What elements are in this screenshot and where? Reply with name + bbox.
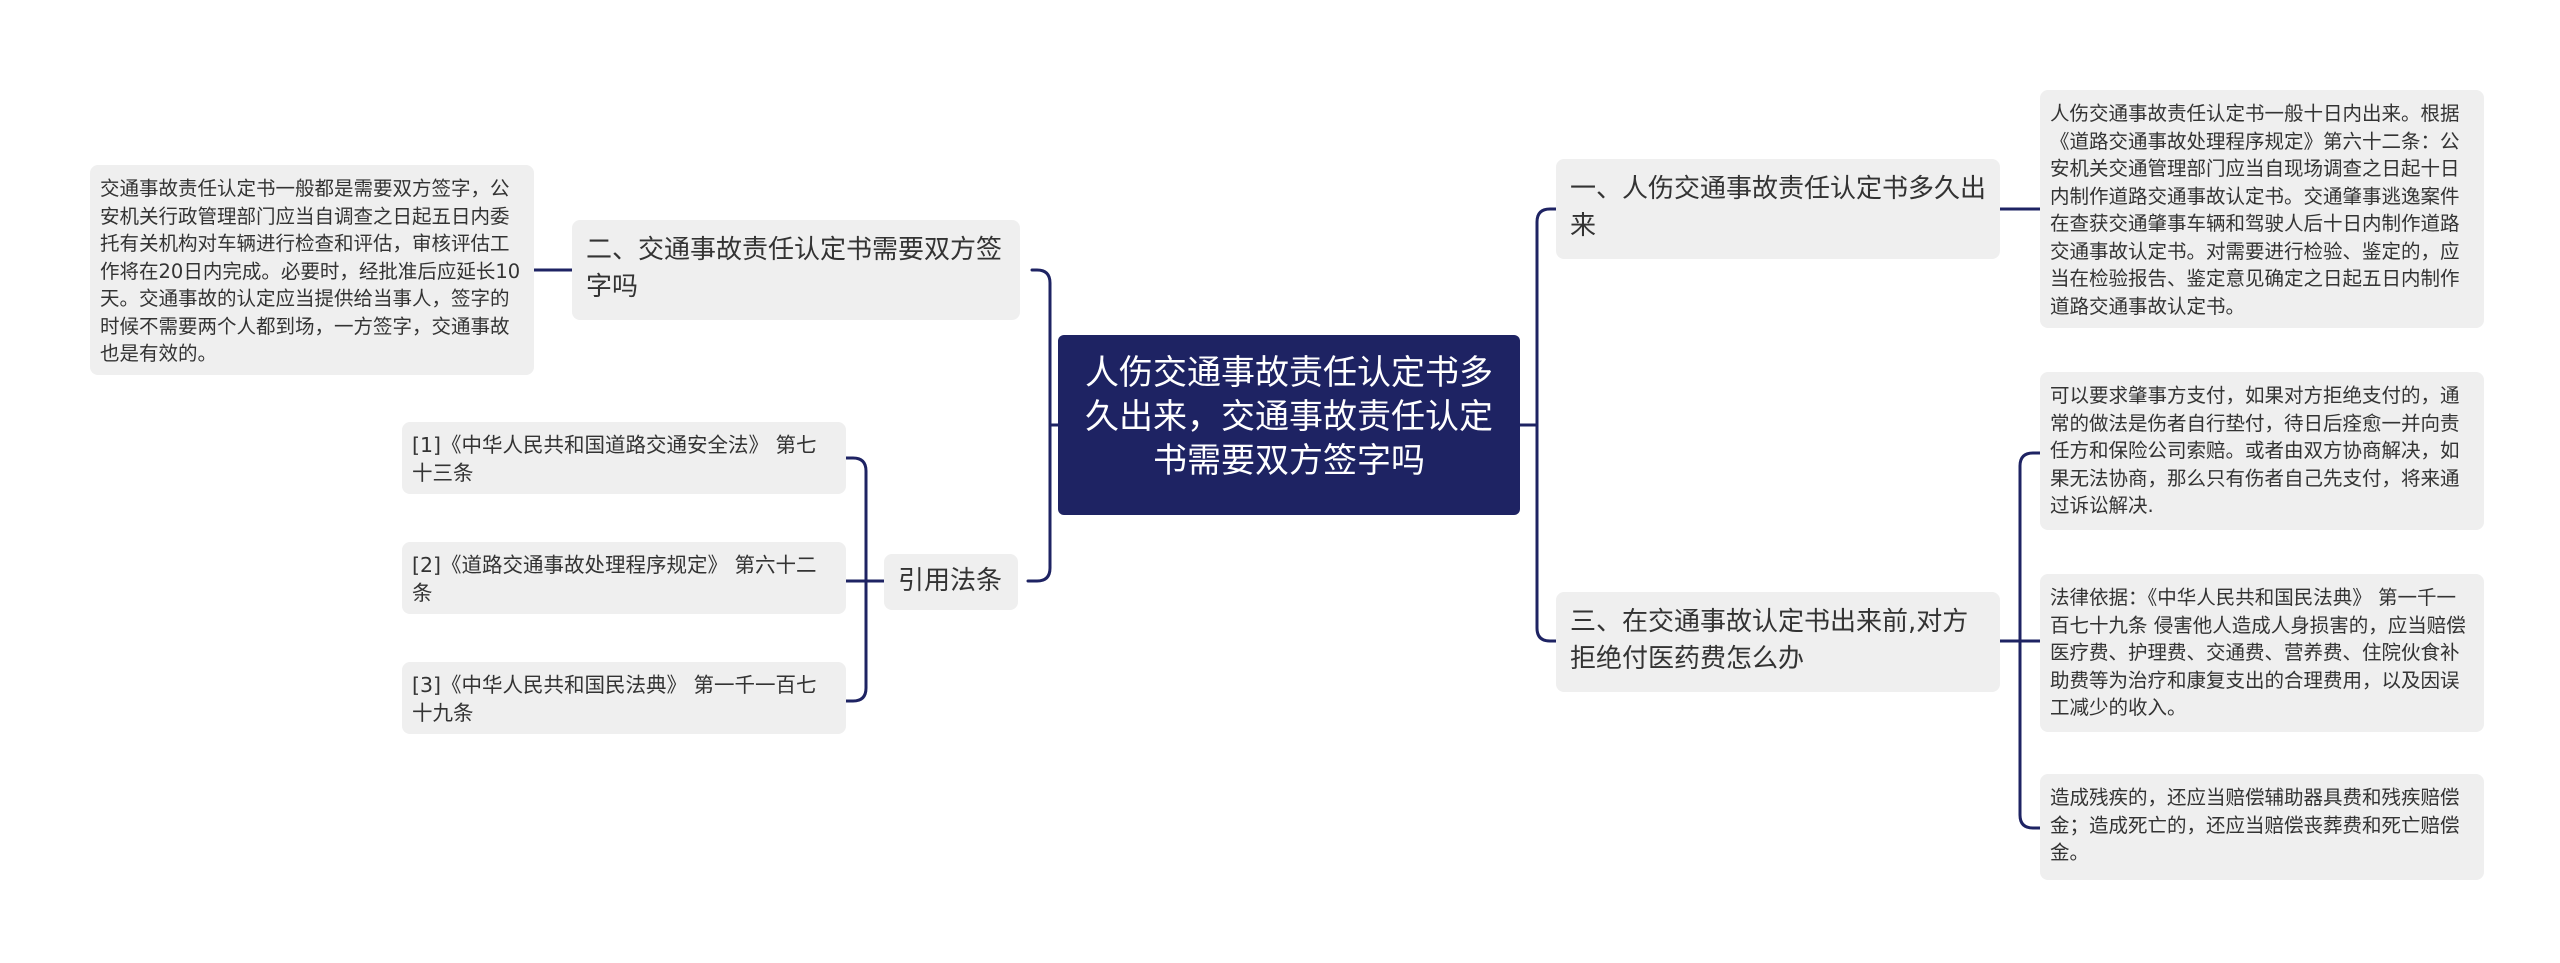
- connector-left-upper: [1030, 268, 1052, 427]
- signature-detail[interactable]: 交通事故责任认定书一般都是需要双方签字，公安机关行政管理部门应当自调查之日起五日…: [90, 165, 534, 375]
- branch-signature-label: 二、交通事故责任认定书需要双方签字吗: [586, 235, 1003, 302]
- refusal-item-3-text: 造成残疾的，还应当赔偿辅助器具费和残疾赔偿金；造成死亡的，还应当赔偿丧葬费和死亡…: [2050, 786, 2460, 864]
- connector-left-lower: [1026, 423, 1052, 583]
- reference-item-2[interactable]: [2]《道路交通事故处理程序规定》 第六十二条: [402, 542, 846, 614]
- reference-item-2-text: [2]《道路交通事故处理程序规定》 第六十二条: [412, 553, 817, 605]
- branch-references[interactable]: 引用法条: [884, 554, 1018, 610]
- reference-item-1-text: [1]《中华人民共和国道路交通安全法》 第七十三条: [412, 433, 817, 485]
- reference-item-3-text: [3]《中华人民共和国民法典》 第一千一百七十九条: [412, 673, 817, 725]
- branch-refusal[interactable]: 三、在交通事故认定书出来前,对方拒绝付医药费怎么办: [1556, 592, 2000, 692]
- signature-detail-text: 交通事故责任认定书一般都是需要双方签字，公安机关行政管理部门应当自调查之日起五日…: [100, 177, 521, 365]
- branch-time-label: 一、人伤交通事故责任认定书多久出来: [1570, 174, 1987, 241]
- connector-refusal-1: [2018, 451, 2042, 643]
- connector-refusal-3: [2018, 639, 2042, 830]
- branch-signature[interactable]: 二、交通事故责任认定书需要双方签字吗: [572, 220, 1020, 320]
- connector-right-upper: [1535, 207, 1558, 427]
- root-topic-title: 人伤交通事故责任认定书多久出来，交通事故责任认定书需要双方签字吗: [1085, 353, 1493, 481]
- branch-references-label: 引用法条: [898, 566, 1003, 596]
- branch-time[interactable]: 一、人伤交通事故责任认定书多久出来: [1556, 159, 2000, 259]
- reference-item-3[interactable]: [3]《中华人民共和国民法典》 第一千一百七十九条: [402, 662, 846, 734]
- refusal-item-1[interactable]: 可以要求肇事方支付，如果对方拒绝支付的，通常的做法是伤者自行垫付，待日后痊愈一并…: [2040, 372, 2484, 530]
- refusal-item-2-text: 法律依据：《中华人民共和国民法典》 第一千一百七十九条 侵害他人造成人身损害的，…: [2050, 586, 2466, 719]
- refusal-item-1-text: 可以要求肇事方支付，如果对方拒绝支付的，通常的做法是伤者自行垫付，待日后痊愈一并…: [2050, 384, 2460, 517]
- reference-item-1[interactable]: [1]《中华人民共和国道路交通安全法》 第七十三条: [402, 422, 846, 494]
- time-detail-text: 人伤交通事故责任认定书一般十日内出来。根据《道路交通事故处理程序规定》第六十二条…: [2050, 102, 2460, 318]
- connector-ref-1: [844, 456, 868, 583]
- connector-right-lower: [1535, 423, 1558, 643]
- time-detail[interactable]: 人伤交通事故责任认定书一般十日内出来。根据《道路交通事故处理程序规定》第六十二条…: [2040, 90, 2484, 328]
- branch-refusal-label: 三、在交通事故认定书出来前,对方拒绝付医药费怎么办: [1570, 607, 1969, 674]
- refusal-item-2[interactable]: 法律依据：《中华人民共和国民法典》 第一千一百七十九条 侵害他人造成人身损害的，…: [2040, 574, 2484, 732]
- connector-ref-3: [844, 579, 868, 703]
- refusal-item-3[interactable]: 造成残疾的，还应当赔偿辅助器具费和残疾赔偿金；造成死亡的，还应当赔偿丧葬费和死亡…: [2040, 774, 2484, 880]
- root-topic[interactable]: 人伤交通事故责任认定书多久出来，交通事故责任认定书需要双方签字吗: [1058, 335, 1520, 515]
